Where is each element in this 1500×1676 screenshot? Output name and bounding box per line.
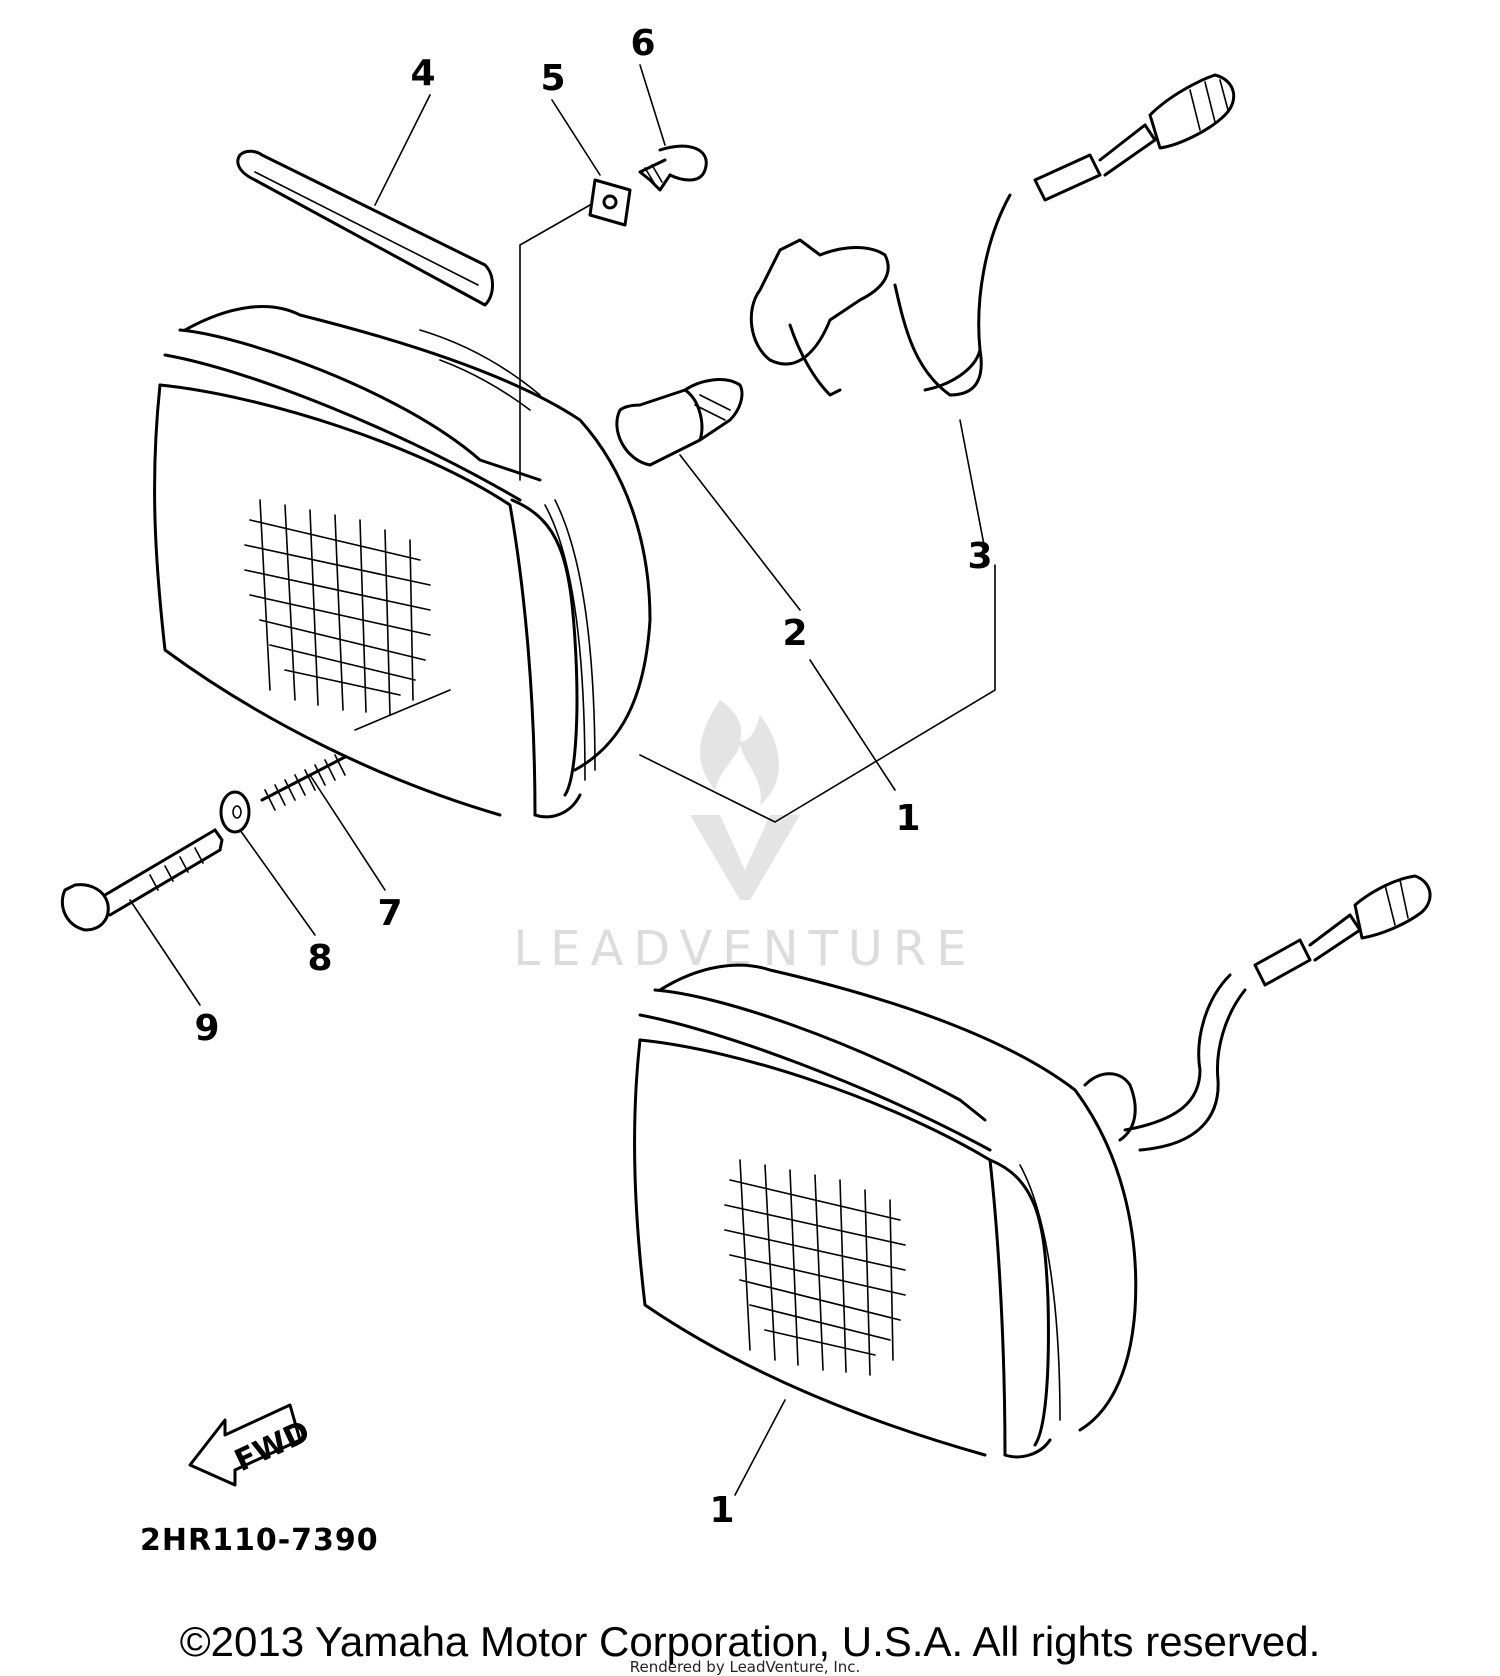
lens-pattern-upper <box>244 499 431 716</box>
callout-9: 9 <box>194 1008 219 1049</box>
adjuster-spring <box>260 689 451 811</box>
callout-2: 2 <box>782 613 807 654</box>
headlight-assembly-lower <box>633 874 1432 1459</box>
headlight-assembly-upper <box>153 305 652 819</box>
headlight-bulb <box>615 378 744 467</box>
watermark-brand: LEADVENTURE <box>513 921 976 977</box>
adjuster-bolt <box>60 828 224 932</box>
callout-4: 4 <box>410 53 435 94</box>
bulb-socket-harness <box>749 73 1236 397</box>
rendered-by-watermark: Rendered by LeadVenture, Inc. <box>630 1658 861 1676</box>
fwd-label: FWD <box>229 1414 315 1479</box>
clip-nut <box>588 178 632 227</box>
lens-pattern-lower <box>724 1159 906 1376</box>
leader-lines <box>129 64 996 1496</box>
callout-8: 8 <box>307 938 332 979</box>
callout-7: 7 <box>377 893 402 934</box>
diagram-code: 2HR110-7390 <box>140 1523 379 1558</box>
copyright-notice: ©2013 Yamaha Motor Corporation, U.S.A. A… <box>179 1618 1321 1665</box>
callout-6: 6 <box>630 23 655 64</box>
screw-6 <box>638 144 708 192</box>
callout-1-lower: 1 <box>709 1490 734 1531</box>
callout-3: 3 <box>967 536 992 577</box>
forward-direction-arrow: FWD <box>188 1403 315 1487</box>
headlight-rim-strip <box>236 149 494 307</box>
leadventure-watermark-logo <box>690 700 800 900</box>
washer <box>219 790 251 834</box>
callout-5: 5 <box>540 58 565 99</box>
callout-1-upper: 1 <box>895 798 920 839</box>
